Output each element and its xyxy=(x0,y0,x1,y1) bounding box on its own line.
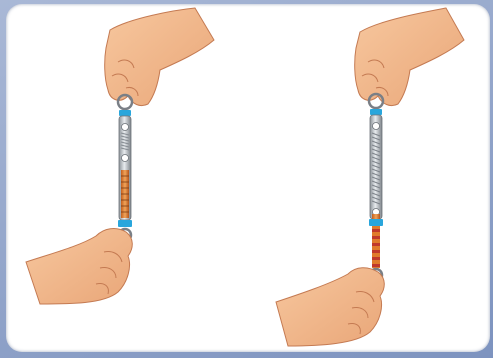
spring-right xyxy=(371,132,381,205)
bottom-hand-left xyxy=(25,228,133,305)
top-hand-left xyxy=(104,7,215,107)
bottom-hand-right xyxy=(275,267,385,347)
bottom-hook-left xyxy=(118,220,132,227)
scale-right xyxy=(372,226,380,268)
bottom-hook-right xyxy=(369,219,383,226)
top-ring-left xyxy=(116,93,134,111)
spring-left xyxy=(120,132,130,151)
left-spring-balance xyxy=(25,7,215,305)
top-hand-right xyxy=(354,7,465,107)
right-spring-balance xyxy=(275,7,465,347)
top-hook-right xyxy=(370,109,382,115)
top-ring-right xyxy=(367,92,385,110)
top-hook-left xyxy=(119,110,131,116)
